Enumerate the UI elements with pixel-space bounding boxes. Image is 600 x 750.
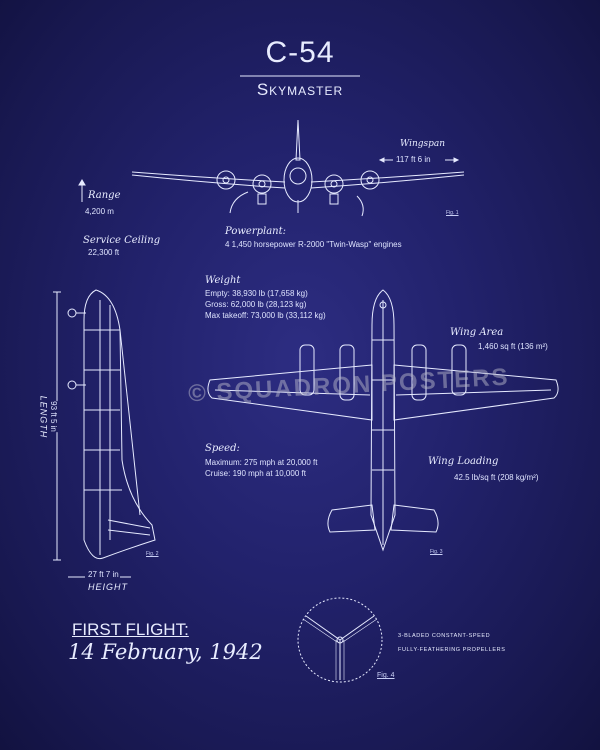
speed-label: Speed: xyxy=(205,443,240,454)
side-view-aircraft xyxy=(67,289,156,560)
fig3-label: Fig. 3 xyxy=(430,549,443,555)
first-flight-date: 14 February, 1942 xyxy=(68,640,263,664)
service-ceiling-label: Service Ceiling xyxy=(83,235,161,246)
range-arrow-icon xyxy=(78,179,86,202)
propeller-drawing xyxy=(297,597,383,683)
fig1-label: Fig. 1 xyxy=(446,210,459,216)
speed-maximum: Maximum: 275 mph at 20,000 ft xyxy=(205,458,318,467)
height-label: HEIGHT xyxy=(88,582,129,592)
service-ceiling-value: 22,300 ft xyxy=(88,248,120,257)
propeller-note-line2: FULLY-FEATHERING PROPELLERS xyxy=(398,647,506,653)
wingspan-dimension xyxy=(378,157,460,163)
first-flight-label: FIRST FLIGHT: xyxy=(72,620,189,639)
powerplant-value: 4 1,450 horsepower R-2000 "Twin-Wasp" en… xyxy=(225,240,402,249)
wing-area-label: Wing Area xyxy=(450,327,504,338)
speed-cruise: Cruise: 190 mph at 10,000 ft xyxy=(205,469,306,478)
weight-label: Weight xyxy=(205,275,241,286)
wing-area-value: 1,460 sq ft (136 m²) xyxy=(478,342,548,351)
weight-max-takeoff: Max takeoff: 73,000 lb (33,112 kg) xyxy=(205,311,326,320)
fig2-label: Fig. 2 xyxy=(146,551,159,557)
front-view-aircraft xyxy=(131,119,465,217)
wing-loading-value: 42.5 lb/sq ft (208 kg/m²) xyxy=(454,473,539,482)
aircraft-subtitle: Skymaster xyxy=(256,80,344,99)
wing-loading-label: Wing Loading xyxy=(428,456,499,467)
top-view-aircraft xyxy=(207,289,559,552)
weight-empty: Empty: 38,930 lb (17,658 kg) xyxy=(205,289,308,298)
height-value: 27 ft 7 in xyxy=(88,570,119,579)
aircraft-title: C-54 xyxy=(265,36,335,69)
propeller-note-line1: 3-BLADED CONSTANT-SPEED xyxy=(398,633,491,639)
fig4-label: Fig. 4 xyxy=(377,672,395,679)
powerplant-label: Powerplant: xyxy=(225,226,286,237)
length-value: 93 ft 5 in xyxy=(48,401,58,432)
length-label: LENGTH xyxy=(38,395,49,439)
weight-gross: Gross: 62,000 lb (28,123 kg) xyxy=(205,300,307,309)
range-value: 4,200 m xyxy=(85,207,114,216)
wingspan-value: 117 ft 6 in xyxy=(396,155,431,164)
wingspan-label: Wingspan xyxy=(400,139,446,149)
range-label: Range xyxy=(88,190,121,201)
